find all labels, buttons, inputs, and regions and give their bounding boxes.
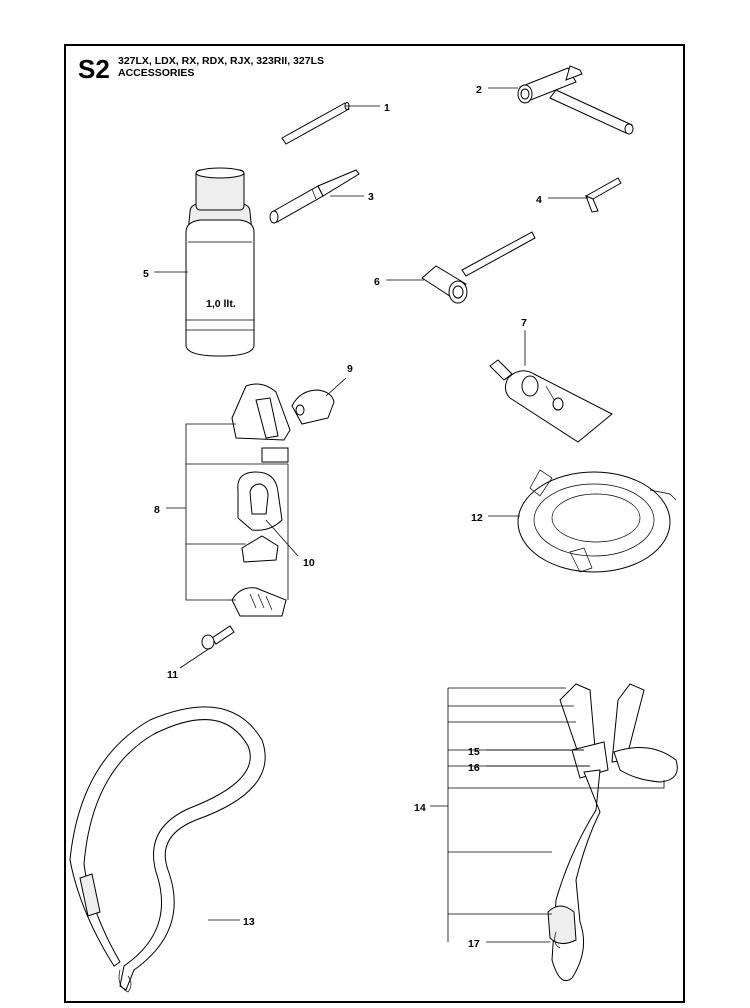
- bottle-label: 1,0 llt.: [206, 298, 236, 310]
- part-file: [269, 169, 360, 224]
- sheet-code: S2: [78, 54, 110, 84]
- header-title: 327LX, LDX, RX, RDX, RJX, 323RII, 327LS …: [118, 55, 324, 79]
- callout-16: 16: [468, 762, 480, 774]
- callout-17: 17: [468, 938, 480, 950]
- callout-12: 12: [471, 512, 483, 524]
- section-title: ACCESSORIES: [118, 67, 195, 79]
- part-screw: [201, 625, 235, 650]
- callout-5: 5: [143, 268, 149, 280]
- callout-8: 8: [154, 504, 160, 516]
- callout-6: 6: [374, 276, 380, 288]
- callout-13: 13: [243, 916, 255, 928]
- callout-10: 10: [303, 557, 315, 569]
- part-rod: [281, 102, 350, 145]
- callout-14: 14: [414, 802, 426, 814]
- part-allen-key: [584, 177, 622, 213]
- part-oil-bottle: 1,0 llt.: [185, 167, 255, 357]
- part-shoulder-strap: [69, 706, 266, 993]
- part-grease-tube: [489, 359, 613, 443]
- callout-9: 9: [347, 363, 353, 375]
- callout-7: 7: [521, 317, 527, 329]
- drawing-frame: [64, 44, 685, 1003]
- part-combination-wrench: [517, 65, 634, 135]
- part-coiled-strap: [517, 469, 677, 573]
- callout-15: 15: [468, 746, 480, 758]
- part-clip: [291, 389, 335, 425]
- callout-11: 11: [167, 669, 178, 681]
- callout-1: 1: [384, 102, 390, 114]
- callout-3: 3: [368, 191, 374, 203]
- part-harness: [547, 683, 678, 982]
- part-spark-plug-wrench: [421, 231, 536, 304]
- part-harness-clip-assembly: [231, 383, 291, 617]
- callout-2: 2: [476, 84, 482, 96]
- model-list: 327LX, LDX, RX, RDX, RJX, 323RII, 327LS: [118, 55, 324, 67]
- callout-4: 4: [536, 194, 542, 206]
